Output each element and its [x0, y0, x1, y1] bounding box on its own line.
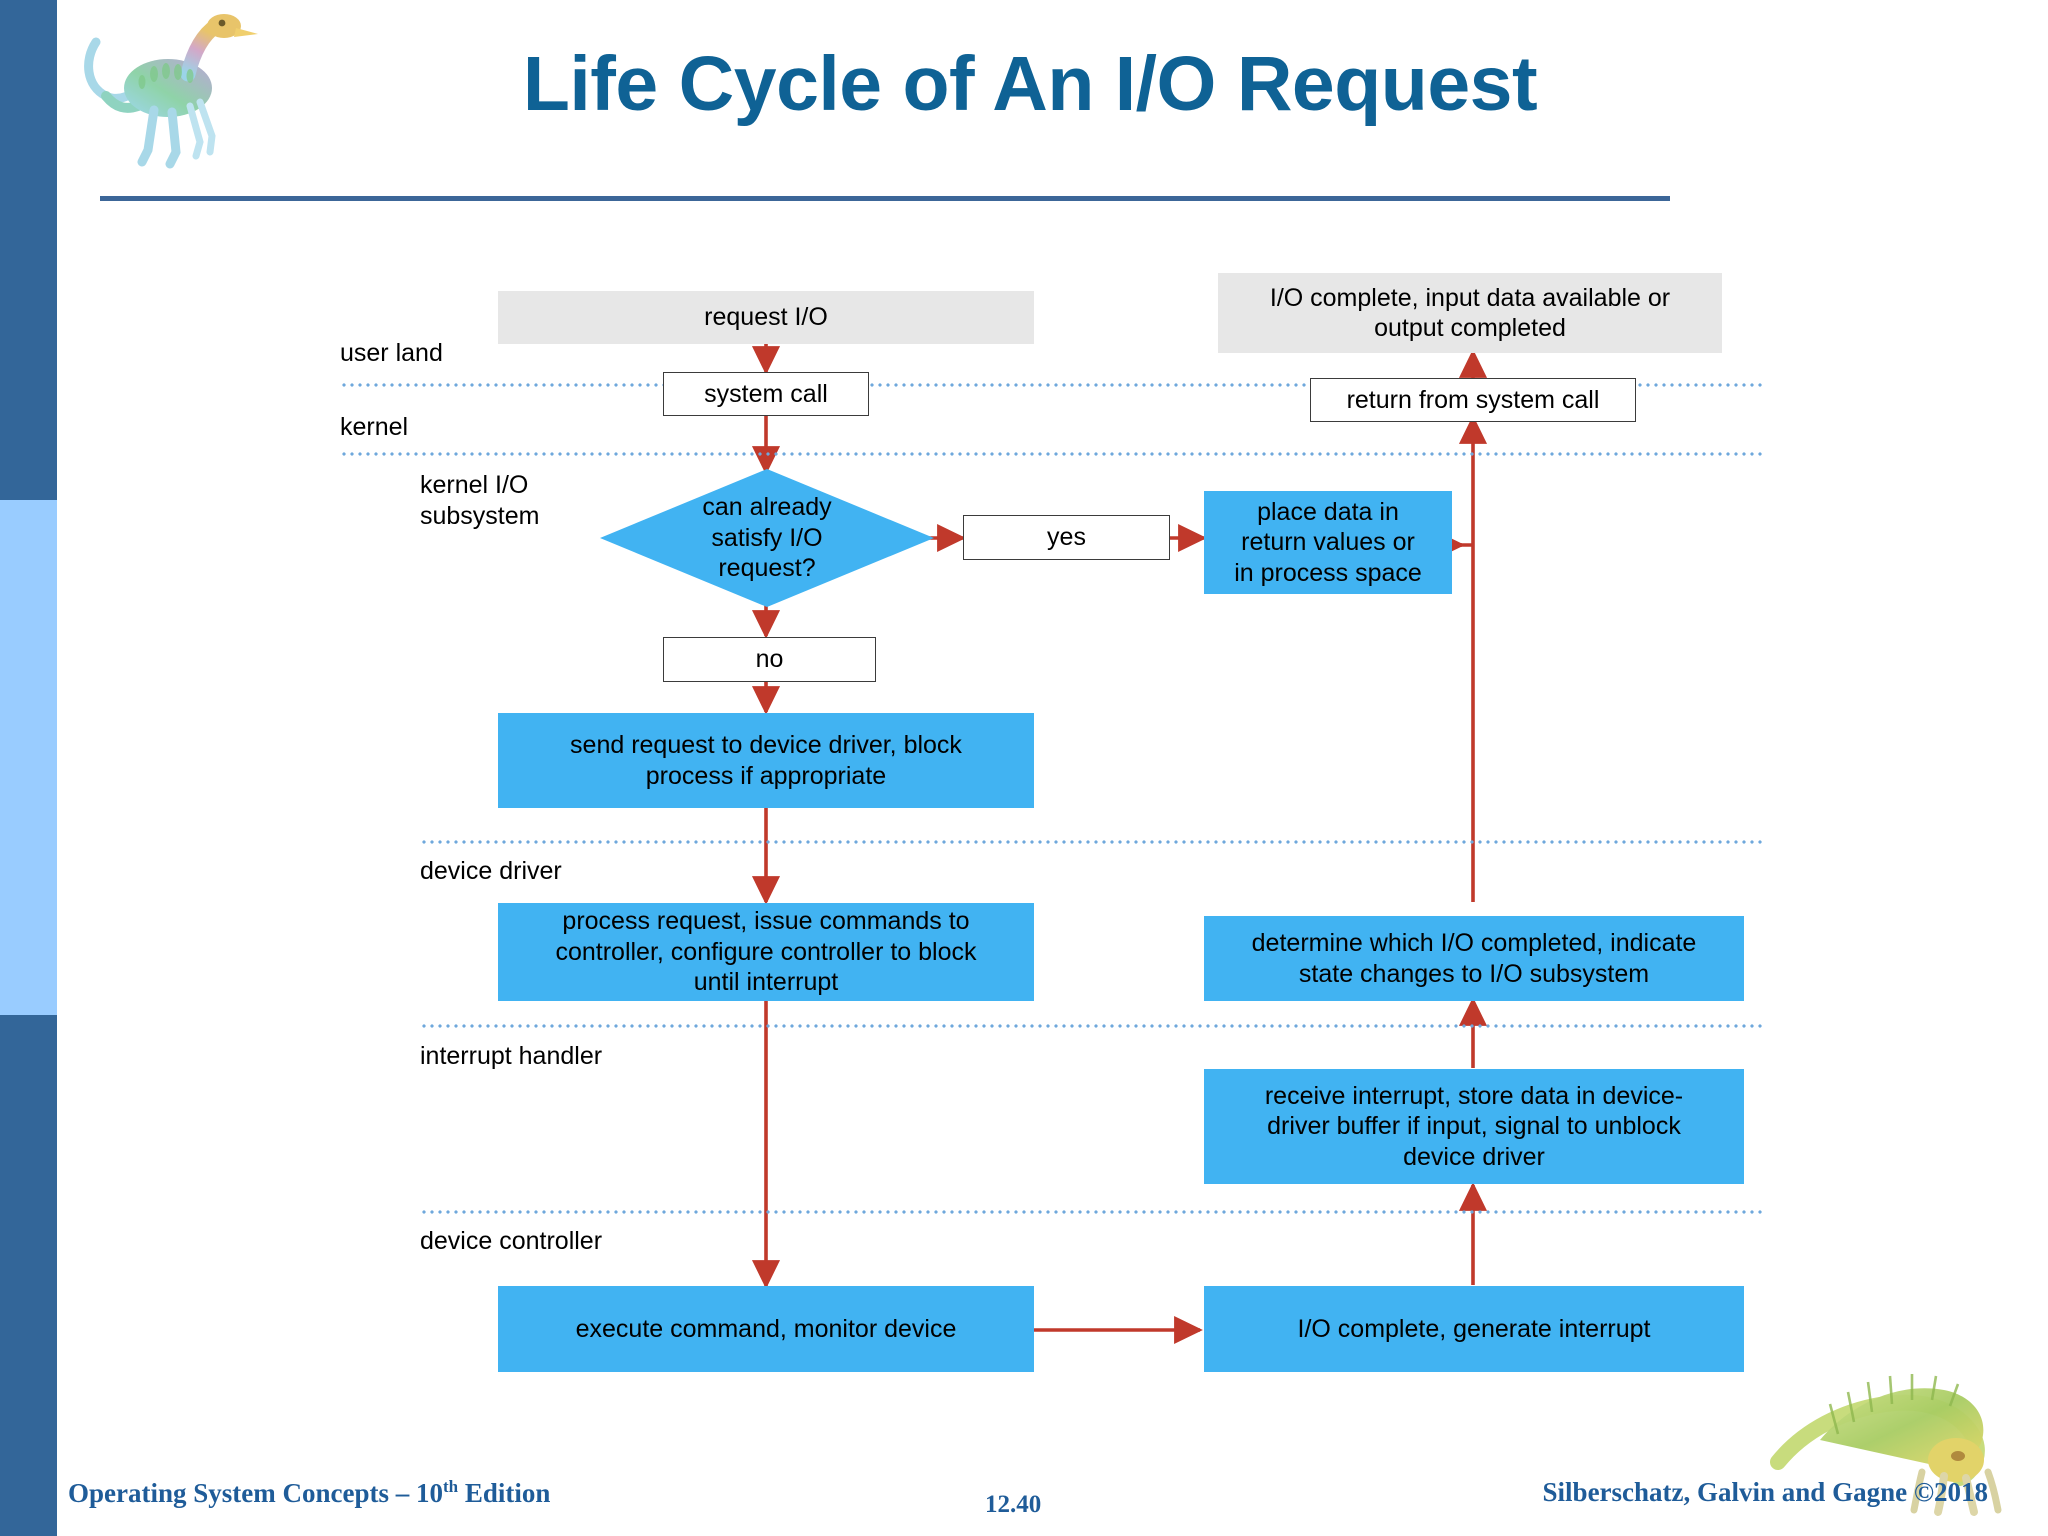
footer-copyright: Silberschatz, Galvin and Gagne ©2018: [1542, 1477, 1988, 1507]
lane-label-kernel-io-subsystem: kernel I/O subsystem: [420, 471, 540, 531]
lane-separator-interrupt-devicecontroller: [420, 1210, 1764, 1214]
lane-separator-userland-kernel: [340, 383, 1764, 387]
node-process-request-issue-commands[interactable]: process request, issue commands to contr…: [498, 903, 1034, 1001]
node-decision-label: can already satisfy I/O request?: [702, 493, 832, 583]
header-divider: [100, 196, 1670, 201]
lane-separator-devicedriver-interrupt: [420, 1024, 1764, 1028]
node-io-complete-generate-interrupt[interactable]: I/O complete, generate interrupt: [1204, 1286, 1744, 1372]
lane-separator-kernel-subsystem: [340, 452, 1764, 456]
node-receive-interrupt-store-data[interactable]: receive interrupt, store data in device-…: [1204, 1069, 1744, 1184]
dinosaur-logo-top-icon: [76, 10, 291, 175]
node-yes[interactable]: yes: [963, 515, 1170, 560]
sidebar-segment-bottom: [0, 1015, 57, 1536]
node-system-call[interactable]: system call: [663, 372, 869, 416]
sidebar-segment-middle: [0, 500, 57, 1015]
node-execute-command-monitor-device[interactable]: execute command, monitor device: [498, 1286, 1034, 1372]
node-place-data-in-return-values[interactable]: place data in return values or in proces…: [1204, 491, 1452, 594]
lane-label-device-driver: device driver: [420, 857, 562, 885]
node-decision-can-satisfy-io[interactable]: can already satisfy I/O request?: [600, 469, 934, 607]
node-determine-which-io-completed[interactable]: determine which I/O completed, indicate …: [1204, 916, 1744, 1001]
node-no[interactable]: no: [663, 637, 876, 682]
slide-number: 12.40: [985, 1491, 1042, 1518]
decorative-sidebar: [0, 0, 57, 1536]
dinosaur-logo-bottom-icon: [1760, 1360, 2020, 1525]
node-io-complete-input-data-available[interactable]: I/O complete, input data available or ou…: [1218, 273, 1722, 353]
footer-left-text: Operating System Concepts – 10th Edition: [68, 1477, 550, 1509]
footer-left-suffix: Edition: [458, 1478, 551, 1508]
footer-left-superscript: th: [442, 1477, 459, 1496]
sidebar-segment-top: [0, 0, 57, 500]
lane-label-interrupt-handler: interrupt handler: [420, 1042, 603, 1070]
lane-label-user-land: user land: [340, 339, 443, 367]
footer-left-prefix: Operating System Concepts – 10: [68, 1478, 443, 1508]
lane-label-device-controller: device controller: [420, 1227, 603, 1255]
node-request-io[interactable]: request I/O: [498, 291, 1034, 344]
lane-label-kernel: kernel: [340, 413, 409, 441]
node-return-from-system-call[interactable]: return from system call: [1310, 378, 1636, 422]
lane-separator-subsystem-devicedriver: [420, 840, 1764, 844]
node-send-request-to-device-driver[interactable]: send request to device driver, block pro…: [498, 713, 1034, 808]
page-title: Life Cycle of An I/O Request: [522, 41, 1538, 127]
